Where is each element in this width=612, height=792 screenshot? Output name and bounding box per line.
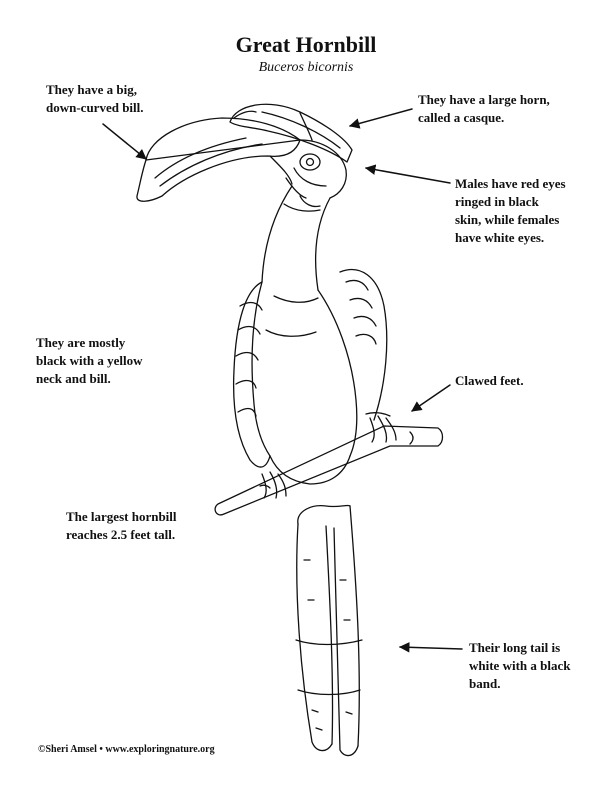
arrow-horn bbox=[348, 108, 413, 129]
eye bbox=[305, 157, 315, 167]
arrow-eyes bbox=[364, 164, 451, 184]
footer-credit: ©Sheri Amsel • www.exploringnature.org bbox=[38, 744, 215, 755]
left-wing bbox=[232, 281, 271, 468]
note-feet: Clawed feet. bbox=[455, 372, 524, 390]
body bbox=[251, 281, 358, 485]
note-feet-line: Clawed feet. bbox=[455, 373, 524, 388]
note-color-line: neck and bill. bbox=[36, 371, 111, 386]
eye-ring bbox=[299, 153, 321, 171]
note-horn-line: They have a large horn, bbox=[418, 92, 550, 107]
page-title: Great Hornbill bbox=[235, 32, 377, 57]
pointer-arrows bbox=[102, 108, 463, 653]
arrow-bill bbox=[102, 123, 147, 160]
note-horn: They have a large horn, called a casque. bbox=[418, 91, 550, 127]
arrow-feet bbox=[411, 384, 451, 412]
arrow-tail bbox=[398, 642, 463, 653]
right-wing bbox=[339, 268, 388, 421]
note-color-line: They are mostly bbox=[36, 335, 126, 350]
note-tail-line: band. bbox=[469, 676, 501, 691]
casque bbox=[229, 103, 353, 163]
branch bbox=[214, 425, 444, 516]
note-eyes-line: have white eyes. bbox=[455, 230, 545, 245]
note-size: The largest hornbill reaches 2.5 feet ta… bbox=[66, 508, 177, 544]
note-color-line: black with a yellow bbox=[36, 353, 143, 368]
note-bill-line: down-curved bill. bbox=[46, 100, 144, 115]
head-and-neck bbox=[261, 139, 347, 291]
note-size-line: reaches 2.5 feet tall. bbox=[66, 527, 176, 542]
note-tail: Their long tail is white with a black ba… bbox=[469, 639, 570, 693]
note-eyes-line: skin, while females bbox=[455, 212, 560, 227]
note-tail-line: Their long tail is bbox=[469, 640, 561, 655]
note-bill-line: They have a big, bbox=[46, 82, 138, 97]
note-tail-line: white with a black bbox=[469, 658, 571, 673]
note-bill: They have a big, down-curved bill. bbox=[46, 81, 144, 117]
tail bbox=[295, 504, 363, 757]
note-size-line: The largest hornbill bbox=[66, 509, 177, 524]
note-eyes-line: ringed in black bbox=[455, 194, 539, 209]
note-horn-line: called a casque. bbox=[418, 110, 505, 125]
page-subtitle: Buceros bicornis bbox=[258, 60, 354, 75]
note-eyes: Males have red eyes ringed in black skin… bbox=[455, 175, 566, 247]
note-eyes-line: Males have red eyes bbox=[455, 176, 566, 191]
tail-band bbox=[297, 689, 361, 696]
tail-band bbox=[295, 639, 363, 646]
feet bbox=[261, 412, 397, 499]
bill bbox=[136, 117, 301, 202]
note-color: They are mostly black with a yellow neck… bbox=[36, 334, 143, 388]
